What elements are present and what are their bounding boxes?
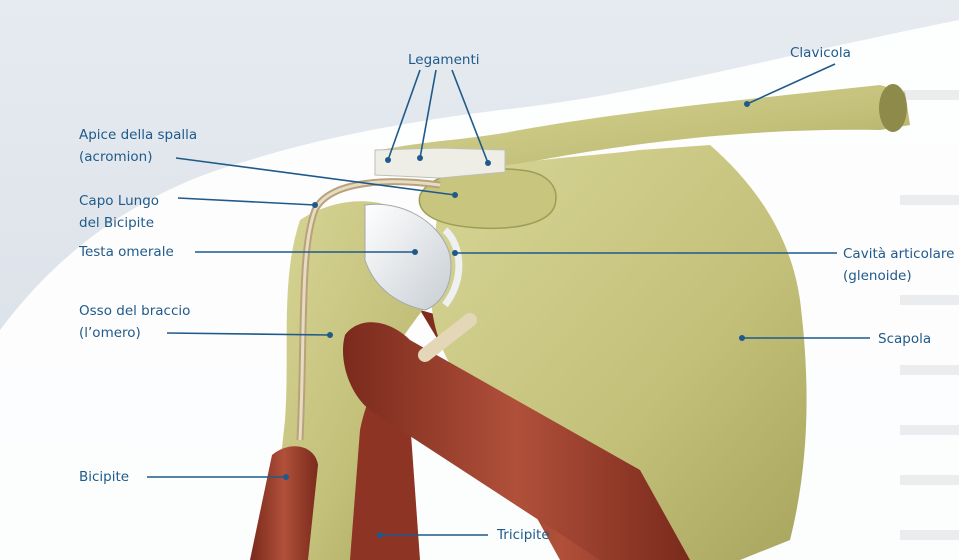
- label-cavita: Cavità articolare (glenoide): [843, 243, 954, 287]
- leader-dot: [452, 250, 458, 256]
- leader-dot: [417, 155, 423, 161]
- label-bicipite: Bicipite: [79, 466, 129, 488]
- label-capo-line2: del Bicipite: [79, 212, 159, 234]
- leader-dot: [485, 160, 491, 166]
- leader-dot: [377, 532, 383, 538]
- label-capo-line1: Capo Lungo: [79, 190, 159, 212]
- label-cavita-line1: Cavità articolare: [843, 243, 954, 265]
- label-testa-omerale: Testa omerale: [79, 241, 174, 263]
- label-cavita-line2: (glenoide): [843, 265, 954, 287]
- label-capo-lungo: Capo Lungo del Bicipite: [79, 190, 159, 234]
- label-legamenti: Legamenti: [408, 49, 480, 71]
- leader-dot: [312, 202, 318, 208]
- leader-dot: [452, 192, 458, 198]
- leader-dot: [385, 157, 391, 163]
- label-tricipite: Tricipite: [497, 524, 550, 546]
- label-apice-line2: (acromion): [79, 146, 197, 168]
- clavicle-end: [879, 84, 907, 132]
- leader-dot: [283, 474, 289, 480]
- label-apice-line1: Apice della spalla: [79, 124, 197, 146]
- leader-dot: [739, 335, 745, 341]
- label-osso-line1: Osso del braccio: [79, 300, 190, 322]
- leader-dot: [327, 332, 333, 338]
- label-scapola: Scapola: [878, 328, 931, 350]
- label-clavicola: Clavicola: [790, 42, 851, 64]
- label-apice: Apice della spalla (acromion): [79, 124, 197, 168]
- label-osso-braccio: Osso del braccio (l’omero): [79, 300, 190, 344]
- leader-dot: [412, 249, 418, 255]
- label-osso-line2: (l’omero): [79, 322, 190, 344]
- leader-dot: [744, 101, 750, 107]
